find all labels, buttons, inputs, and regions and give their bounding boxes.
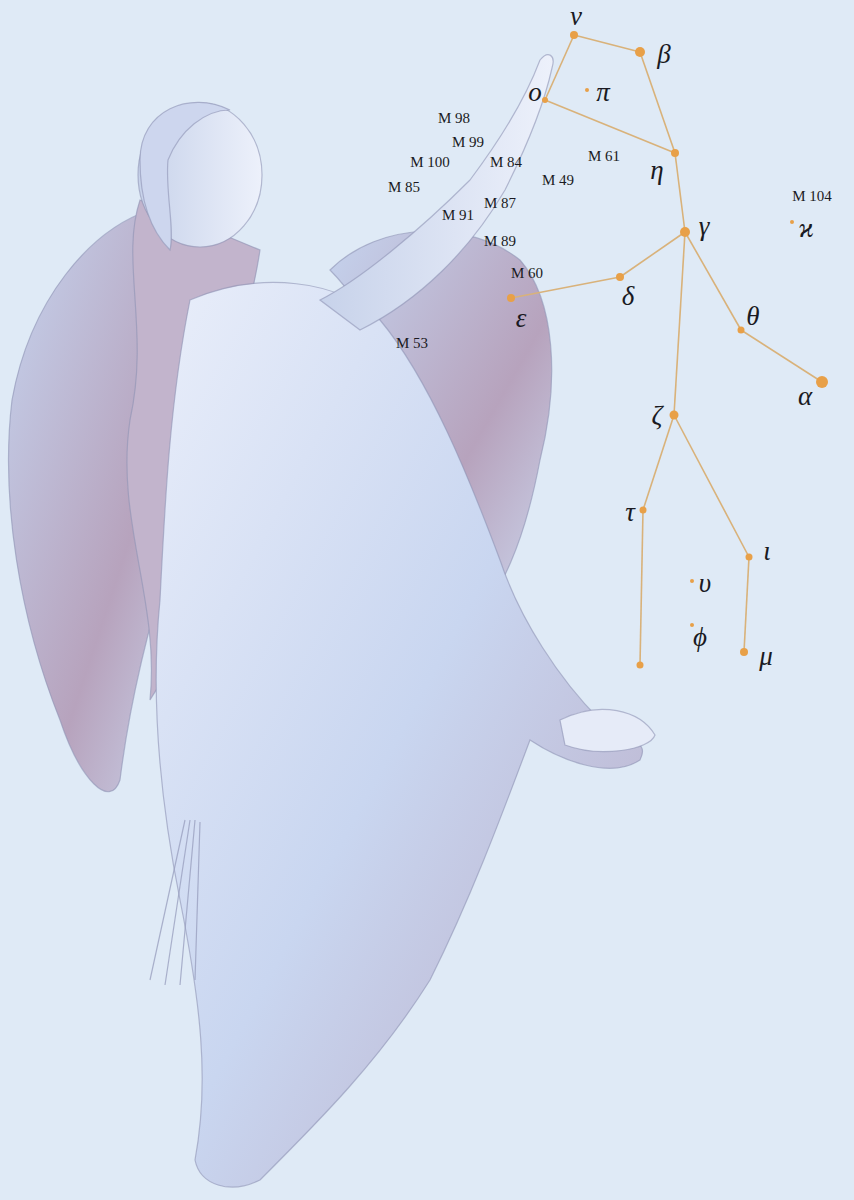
messier-label: M 53 (396, 336, 428, 351)
messier-label: M 104 (792, 189, 832, 204)
star-label: τ (625, 499, 635, 526)
messier-label: M 87 (484, 196, 516, 211)
star-label: α (798, 383, 812, 410)
messier-label: M 89 (484, 234, 516, 249)
messier-label: M 99 (452, 135, 484, 150)
star-label: ϕ (693, 624, 707, 651)
star-label: ν (570, 2, 582, 29)
star-label: ο (528, 79, 542, 106)
messier-label: M 49 (542, 173, 574, 188)
messier-label: M 60 (511, 266, 543, 281)
figure (9, 55, 655, 1187)
star-label: ζ (652, 402, 663, 429)
messier-label: M 98 (438, 111, 470, 126)
messier-label: M 84 (490, 155, 522, 170)
star-label: θ (746, 303, 759, 330)
star-label: ι (763, 538, 771, 565)
star-label: β (657, 41, 670, 68)
star-label: π (596, 79, 610, 106)
star-label: υ (699, 570, 711, 597)
star-label: δ (622, 283, 635, 310)
messier-label: M 85 (388, 180, 420, 195)
star-label: ϰ (798, 215, 813, 242)
constellation-lines (511, 35, 822, 665)
star-label: μ (759, 643, 773, 670)
stars (507, 31, 828, 669)
star-label: γ (699, 213, 710, 240)
messier-label: M 61 (588, 149, 620, 164)
star-label: ε (516, 305, 527, 332)
messier-label: M 91 (442, 208, 474, 223)
messier-label: M 100 (410, 155, 450, 170)
star-label: η (650, 157, 663, 184)
